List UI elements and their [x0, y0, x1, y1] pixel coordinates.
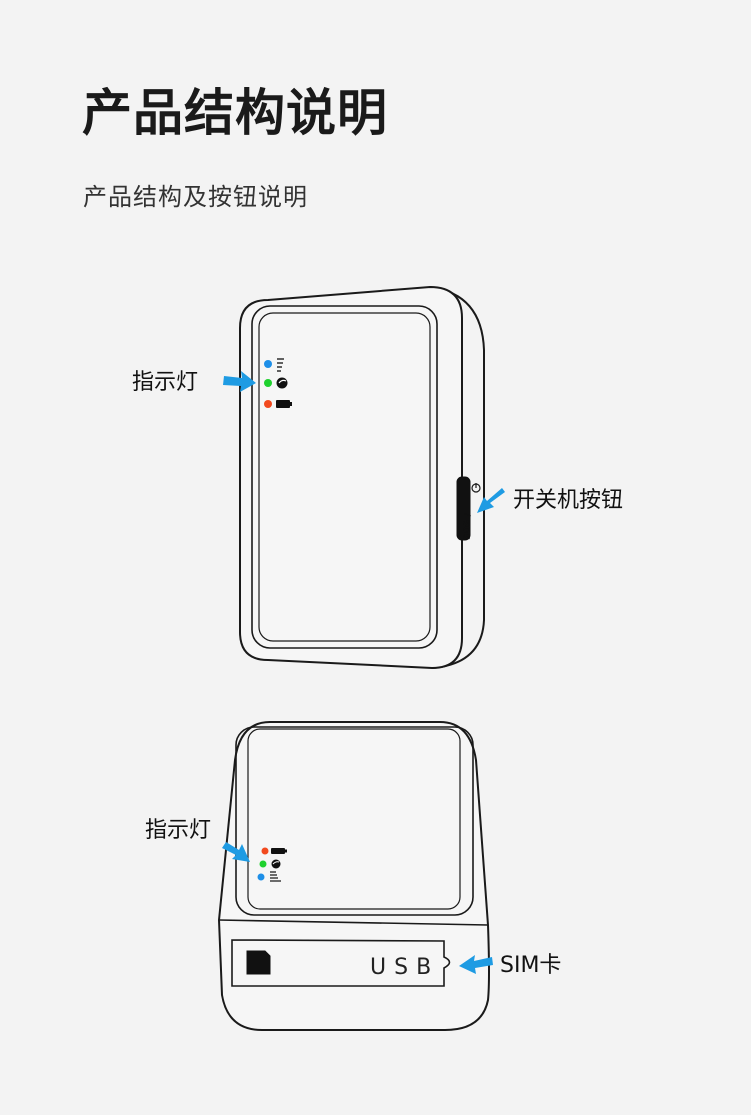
led-blue — [257, 873, 265, 881]
callout-indicator-top: 指示灯 — [132, 370, 199, 395]
callout-sim-card: SIM卡 — [500, 953, 562, 978]
device-bottom-face-inner — [247, 728, 461, 910]
port-panel — [231, 939, 451, 987]
arrow-sim-card — [459, 955, 493, 974]
led-blue — [264, 360, 272, 368]
callout-indicator-bottom: 指示灯 — [145, 818, 212, 843]
power-button — [456, 476, 471, 541]
device-side-body — [429, 286, 485, 669]
usb-port-label: USB — [370, 955, 439, 980]
callout-power-button: 开关机按钮 — [513, 488, 624, 513]
device-bottom-face — [235, 726, 474, 916]
battery-icon — [271, 848, 287, 854]
sim-card-slot — [246, 950, 271, 975]
callout-arrows — [222, 371, 505, 974]
device-front-face — [251, 305, 438, 649]
device-front-view — [239, 285, 485, 670]
device-bottom-body — [217, 721, 490, 1031]
indicator-leds-top — [264, 358, 292, 408]
device-bottom-view — [217, 721, 490, 1031]
arrow-power-button — [477, 488, 505, 513]
signal-bars-icon — [270, 871, 281, 882]
satellite-icon — [276, 377, 288, 389]
page-title: 产品结构说明 — [82, 84, 388, 142]
page-subtitle: 产品结构及按钮说明 — [83, 183, 308, 211]
signal-bars-icon — [277, 358, 284, 372]
battery-icon — [276, 400, 292, 408]
device-front-face-inner — [258, 312, 431, 642]
led-red — [261, 847, 269, 855]
led-green — [264, 379, 272, 387]
arrow-indicator-bottom — [222, 842, 250, 862]
led-green — [259, 860, 267, 868]
device-bottom-edge — [218, 919, 489, 926]
arrow-indicator-top — [223, 371, 256, 392]
indicator-leds-bottom — [257, 847, 287, 882]
device-front-outer — [239, 285, 463, 670]
satellite-icon — [271, 859, 281, 869]
led-red — [264, 400, 272, 408]
side-button-label: SOS / — [463, 512, 473, 540]
